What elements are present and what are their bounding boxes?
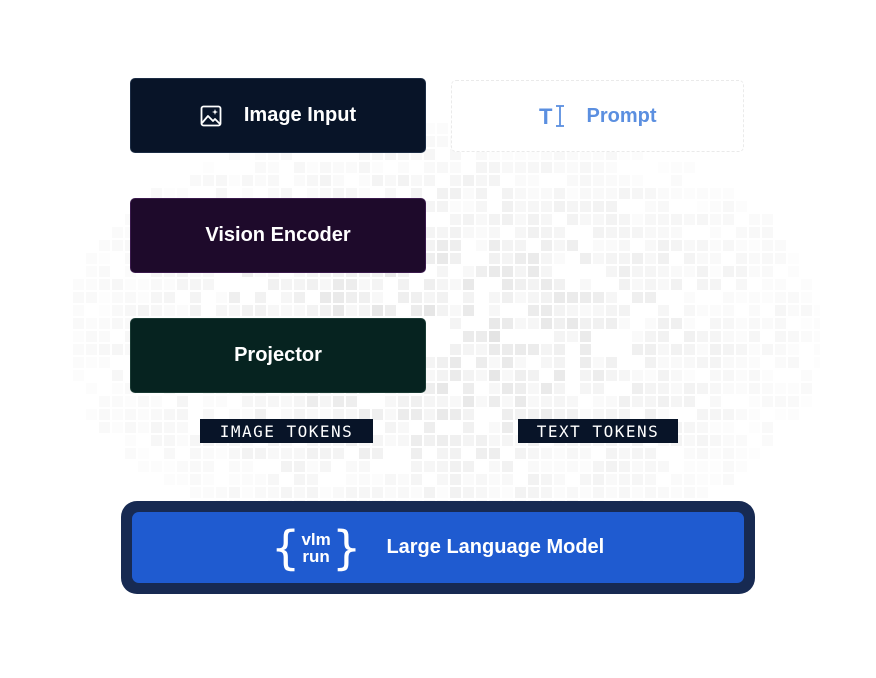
llm-node: { vlm run } Large Language Model [121,501,755,594]
logo-line-1: vlm [301,529,331,549]
logo-open-brace: { [271,520,300,575]
text-cursor-icon: T [539,104,565,128]
vision-encoder-label: Vision Encoder [205,224,351,246]
prompt-node: T Prompt [451,80,744,152]
llm-label: Large Language Model [386,536,605,558]
image-tokens-tag: IMAGE TOKENS [200,419,373,443]
svg-text:T: T [539,104,553,128]
image-input-node: Image Input [130,78,426,153]
vision-encoder-node: Vision Encoder [130,198,426,273]
image-input-label: Image Input [243,104,357,126]
image-sparkle-icon [200,105,222,127]
prompt-label: Prompt [586,104,657,127]
logo-wordmark: vlm run [301,531,330,565]
vlmrun-logo: { vlm run } [272,525,361,571]
projector-label: Projector [234,344,322,366]
logo-close-brace: } [332,520,361,575]
llm-inner-panel: { vlm run } Large Language Model [132,512,744,583]
logo-line-2: run [302,546,330,566]
text-tokens-tag: TEXT TOKENS [518,419,678,443]
projector-node: Projector [130,318,426,393]
